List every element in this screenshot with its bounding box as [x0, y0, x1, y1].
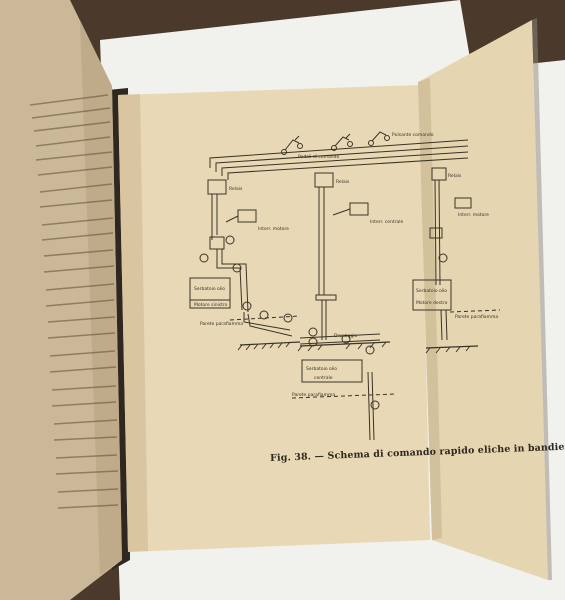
label-drain: Drenaggio [334, 333, 358, 339]
label-switch-left: Interr. motore [258, 226, 289, 232]
label-valve-center: Relais [336, 179, 350, 185]
center-page-gutter [118, 94, 148, 552]
label-tank-left: Serbatoio olio [194, 286, 225, 292]
label-pedal-right: Pulsante comando [392, 132, 434, 138]
foldout-edge-shadow [532, 18, 552, 580]
center-page [118, 85, 430, 552]
diagram-label-group: Relais Relais Relais Serbatoio olio Moto… [194, 132, 498, 398]
label-tank-right-sub: Motore destro [416, 300, 448, 306]
pipe-left-down [216, 249, 249, 313]
ground-center [299, 341, 391, 347]
label-tank-left-sub: Motore sinistro [194, 302, 228, 308]
label-valve-right: Relais [448, 173, 462, 179]
pipe-center-cross [299, 333, 381, 345]
caption-label: Fig. 38. [270, 451, 312, 464]
firewall-right [449, 309, 501, 313]
left-page-text [29, 94, 119, 509]
pipe-top-1 [209, 139, 469, 168]
firewall-left [229, 315, 301, 321]
label-switch-center: Interr. centrale [370, 219, 403, 225]
foldout-page [418, 20, 548, 580]
tank-right [412, 279, 452, 311]
pipe-center-down [315, 294, 337, 301]
pedal-left-icon [284, 135, 300, 151]
tank-center [301, 359, 363, 383]
label-wall-center: Parete parafiamma [292, 392, 335, 398]
pedal-right-icon [371, 131, 387, 142]
foldout-crease [418, 78, 442, 540]
label-switch-right: Interr. motore [458, 212, 489, 218]
pedal-center-icon [334, 133, 351, 147]
pipe-top-4 [227, 157, 469, 180]
left-page-shade [80, 20, 122, 575]
label-wall-left: Parete parafiamma [200, 321, 243, 327]
tank-left [189, 277, 231, 309]
switch-box-right [454, 197, 472, 209]
firewall-center [291, 393, 396, 399]
label-tank-right: Serbatoio olio [416, 288, 447, 294]
pipe-left-bottom [243, 312, 293, 337]
label-tank-center-sub: centrale [314, 375, 333, 381]
pipe-top-2 [215, 145, 469, 172]
label-wall-right: Parete parafiamma [455, 314, 498, 320]
diagram [189, 131, 501, 441]
pump-right [429, 227, 443, 239]
label-tank-center: Serbatoio olio [306, 366, 337, 372]
label-pedal-left: Pedali di comando [298, 154, 339, 160]
label-valve-left: Relais [229, 186, 243, 192]
pipe-top-3 [221, 151, 469, 176]
